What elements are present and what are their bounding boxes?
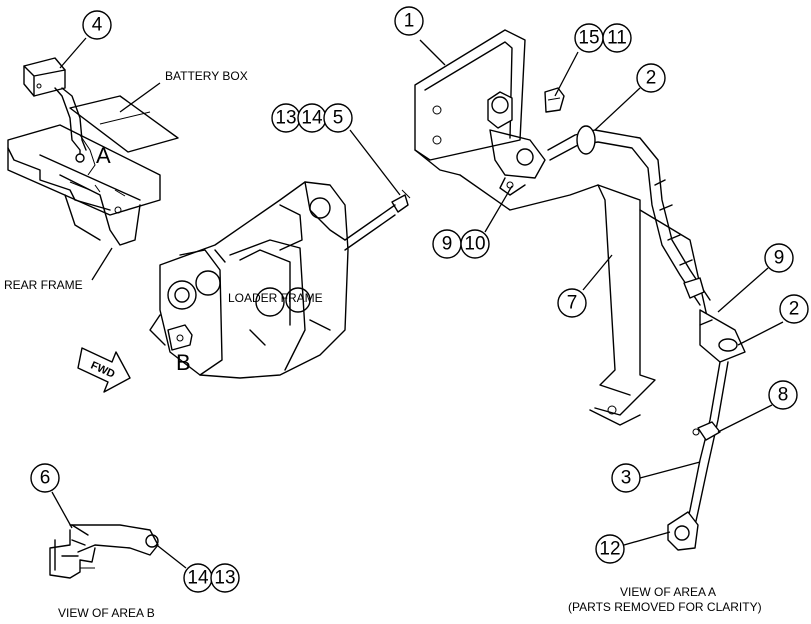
svg-text:4: 4 [92,15,103,36]
svg-text:13: 13 [275,108,296,129]
svg-text:12: 12 [599,539,620,560]
callout-14-13: 14 13 [157,545,240,593]
area-a-marker: A [96,143,111,168]
svg-text:9: 9 [774,248,785,269]
callout-6: 6 [30,463,73,529]
callout-1: 1 [394,6,446,66]
svg-text:3: 3 [621,468,632,489]
svg-text:15: 15 [578,28,599,49]
callout-7: 7 [557,254,613,318]
callout-2-lower: 2 [737,294,809,346]
svg-text:11: 11 [607,28,627,49]
callout-8: 8 [717,380,798,433]
svg-text:2: 2 [646,68,657,89]
rear-frame-label: REAR FRAME [4,278,83,292]
svg-text:1: 1 [404,11,415,32]
battery-box-label: BATTERY BOX [165,69,248,83]
view-area-a-label: VIEW OF AREA A [620,585,716,599]
loader-frame-assembly [149,181,411,379]
svg-text:6: 6 [40,468,51,489]
svg-text:10: 10 [464,234,485,255]
view-area-a-note: (PARTS REMOVED FOR CLARITY) [568,600,762,614]
callout-12: 12 [595,531,671,564]
svg-text:13: 13 [214,568,235,589]
area-a-assembly [414,29,746,551]
svg-text:14: 14 [301,108,323,129]
view-area-b-label: VIEW OF AREA B [58,606,155,620]
svg-text:7: 7 [567,293,578,314]
callout-2-upper: 2 [594,63,666,131]
svg-text:14: 14 [187,568,209,589]
svg-text:9: 9 [442,234,453,255]
callout-15-11: 15 11 [554,23,632,97]
area-b-assembly [49,524,159,579]
svg-text:5: 5 [333,108,344,129]
rear-frame-assembly [7,57,179,246]
svg-text:8: 8 [778,385,789,406]
callout-9-lower: 9 [717,243,794,313]
callout-9-10: 9 10 [432,185,513,259]
callout-3: 3 [611,461,701,493]
svg-text:2: 2 [789,299,800,320]
callout-13-14-5: 13 14 5 [271,103,401,196]
area-b-marker: B [176,350,191,375]
callout-4: 4 [59,10,112,69]
fwd-arrow: FWD [77,347,131,393]
loader-frame-label: LOADER FRAME [228,291,323,305]
